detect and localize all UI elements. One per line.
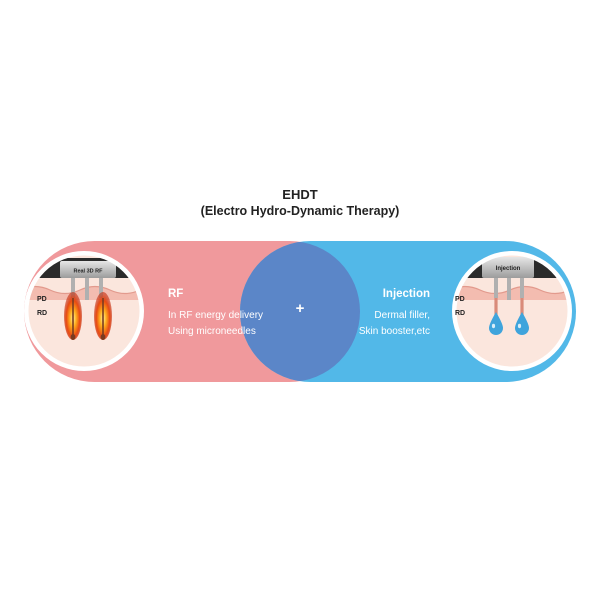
- injection-device-label: Injection: [496, 266, 521, 272]
- title-line-1: EHDT: [282, 187, 318, 202]
- rf-device-label: Real 3D RF: [73, 269, 103, 275]
- injection-skin-illustration: [452, 251, 572, 371]
- injection-desc-line-2: Skin booster,etc: [358, 326, 430, 337]
- plus-sign: +: [295, 300, 305, 317]
- rf-description: RF In RF energy delivery Using microneed…: [168, 286, 263, 340]
- overlap-lens: [240, 241, 360, 382]
- rf-skin-illustration: [24, 251, 144, 371]
- injection-desc-line-1: Dermal filler,: [374, 310, 430, 321]
- diagram-title: EHDT (Electro Hydro-Dynamic Therapy): [0, 186, 600, 220]
- rf-layer-rd: RD: [37, 310, 47, 317]
- title-line-2: (Electro Hydro-Dynamic Therapy): [200, 204, 400, 218]
- injection-heading: Injection: [382, 288, 430, 300]
- rf-heading: RF: [168, 288, 184, 300]
- injection-layer-pd: PD: [455, 296, 465, 303]
- rf-layer-pd: PD: [37, 296, 47, 303]
- rf-desc-line-1: In RF energy delivery: [168, 310, 264, 321]
- rf-desc-line-2: Using microneedles: [168, 326, 256, 337]
- injection-description: Injection Dermal filler, Skin booster,et…: [359, 286, 430, 340]
- injection-layer-rd: RD: [455, 310, 465, 317]
